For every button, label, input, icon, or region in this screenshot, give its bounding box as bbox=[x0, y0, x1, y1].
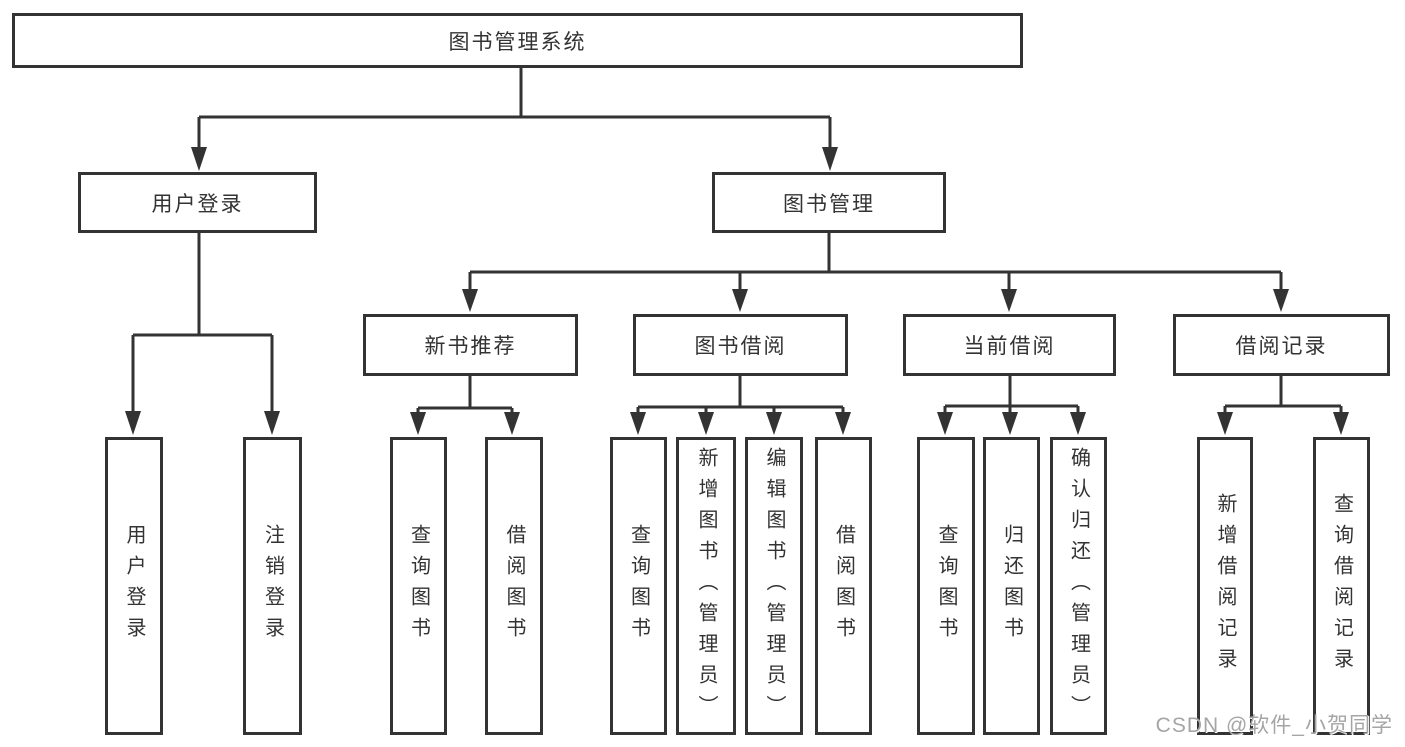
leaf-borrow-books-borrow-label: 借阅图书 bbox=[832, 524, 855, 648]
watermark: CSDN @软件_小贺同学 bbox=[1155, 714, 1393, 737]
leaf-add-books-admin-label: 新增图书（管理员） bbox=[695, 446, 717, 726]
leaf-add-books-admin: 新增图书（管理员） bbox=[676, 437, 736, 735]
node-user-login: 用户登录 bbox=[78, 172, 317, 233]
leaf-edit-books-admin: 编辑图书（管理员） bbox=[745, 437, 803, 735]
node-new-book-rec-label: 新书推荐 bbox=[424, 335, 517, 358]
node-book-mgmt-label: 图书管理 bbox=[783, 192, 875, 216]
arrow-down-icon bbox=[1070, 412, 1086, 435]
arrow-down-icon bbox=[1001, 289, 1017, 312]
leaf-add-borrow-record-label: 新增借阅记录 bbox=[1214, 493, 1236, 679]
leaf-logout-label: 注销登录 bbox=[261, 524, 284, 648]
leaf-query-books-current-label: 查询图书 bbox=[935, 524, 957, 648]
arrow-down-icon bbox=[630, 412, 646, 435]
node-current-borrowing-label: 当前借阅 bbox=[963, 335, 1056, 358]
arrow-down-icon bbox=[410, 412, 426, 435]
arrow-down-icon bbox=[766, 412, 782, 435]
connector-book-mgmt bbox=[462, 233, 1289, 312]
arrow-down-icon bbox=[1333, 412, 1349, 435]
arrow-down-icon bbox=[1002, 412, 1018, 435]
arrow-down-icon bbox=[264, 411, 280, 435]
leaf-confirm-return-admin-label: 确认归还（管理员） bbox=[1067, 446, 1090, 726]
node-borrowing-records-label: 借阅记录 bbox=[1235, 335, 1328, 358]
connector-new-book-rec bbox=[410, 376, 520, 435]
leaf-query-books-rec-label: 查询图书 bbox=[407, 524, 430, 648]
node-root: 图书管理系统 bbox=[12, 13, 1023, 68]
node-book-borrowing-label: 图书借阅 bbox=[694, 335, 787, 358]
leaf-edit-books-admin-label: 编辑图书（管理员） bbox=[763, 446, 785, 726]
leaf-query-books-borrow-label: 查询图书 bbox=[627, 524, 650, 648]
leaf-query-borrow-record: 查询借阅记录 bbox=[1313, 437, 1370, 735]
connector-current-borrowing bbox=[937, 376, 1086, 435]
leaf-return-books-label: 归还图书 bbox=[1000, 524, 1023, 648]
arrow-down-icon bbox=[698, 412, 714, 435]
arrow-down-icon bbox=[835, 412, 851, 435]
connector-user-login bbox=[125, 233, 280, 435]
arrow-down-icon bbox=[732, 289, 748, 312]
leaf-add-borrow-record: 新增借阅记录 bbox=[1197, 437, 1253, 735]
arrow-down-icon bbox=[504, 412, 520, 435]
leaf-borrow-books-borrow: 借阅图书 bbox=[815, 437, 872, 735]
connector-borrowing-records bbox=[1217, 376, 1349, 435]
leaf-user-login: 用户登录 bbox=[105, 437, 163, 735]
arrow-down-icon bbox=[1273, 289, 1289, 312]
leaf-query-books-borrow: 查询图书 bbox=[610, 437, 667, 735]
node-book-borrowing: 图书借阅 bbox=[633, 314, 848, 376]
arrow-down-icon bbox=[462, 289, 478, 312]
arrow-down-icon bbox=[125, 411, 141, 435]
leaf-confirm-return-admin: 确认归还（管理员） bbox=[1050, 437, 1107, 735]
node-new-book-rec: 新书推荐 bbox=[363, 314, 578, 376]
leaf-query-books-rec: 查询图书 bbox=[390, 437, 447, 735]
leaf-borrow-books-rec-label: 借阅图书 bbox=[503, 524, 525, 648]
node-root-label: 图书管理系统 bbox=[448, 30, 587, 54]
arrow-down-icon bbox=[1217, 412, 1233, 435]
arrow-down-icon bbox=[822, 147, 838, 171]
node-borrowing-records: 借阅记录 bbox=[1173, 314, 1390, 376]
leaf-logout: 注销登录 bbox=[243, 437, 302, 735]
leaf-user-login-label: 用户登录 bbox=[123, 524, 145, 648]
node-book-mgmt: 图书管理 bbox=[712, 172, 946, 233]
leaf-query-books-current: 查询图书 bbox=[917, 437, 975, 735]
arrow-down-icon bbox=[191, 147, 207, 171]
arrow-down-icon bbox=[937, 412, 953, 435]
leaf-return-books: 归还图书 bbox=[983, 437, 1040, 735]
connector-root bbox=[191, 68, 838, 171]
connector-book-borrowing bbox=[630, 376, 851, 435]
node-current-borrowing: 当前借阅 bbox=[903, 314, 1116, 376]
node-user-login-label: 用户登录 bbox=[151, 192, 244, 216]
leaf-query-borrow-record-label: 查询借阅记录 bbox=[1330, 493, 1353, 679]
leaf-borrow-books-rec: 借阅图书 bbox=[485, 437, 543, 735]
